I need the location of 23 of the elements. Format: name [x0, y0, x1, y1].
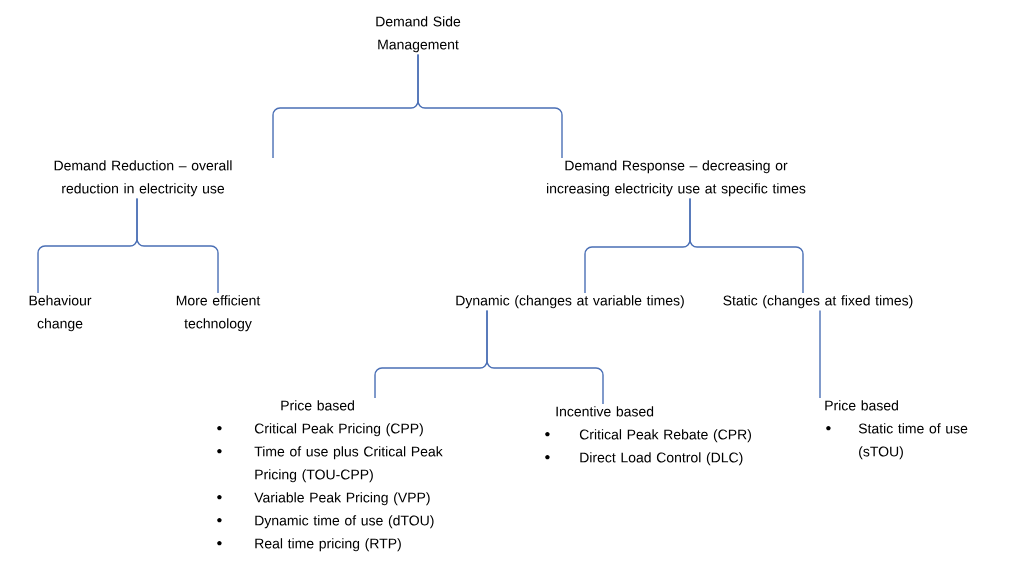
category-label: Demand Reduction – overall reduction in electricity use [54, 160, 232, 197]
bracket-connector [819, 309, 821, 399]
category-label: Demand Response – decreasing or increasing electricity use at specific times [547, 160, 806, 197]
bracket-connector [417, 53, 563, 159]
list-heading: Price based [281, 400, 354, 411]
category-label: Behaviour change [29, 295, 92, 332]
category-label: Static (changes at fixed times) [723, 295, 913, 309]
bullet-item: Variable Peak Pricing (VPP) [217, 492, 430, 506]
bullet-item: Critical Peak Rebate (CPR) [545, 429, 751, 443]
bullet-item: Real time pricing (RTP) [217, 538, 401, 552]
category-label: Dynamic (changes at variable times) [456, 295, 684, 309]
bullet-item: Critical Peak Pricing (CPP) [217, 423, 423, 437]
bracket-connector [689, 197, 804, 294]
category-label: Demand Side Management [376, 16, 461, 53]
bracket-connector [136, 197, 219, 294]
bullet-item: Static time of use (sTOU) [826, 423, 968, 460]
list-heading: Price based [825, 400, 898, 411]
category-label: More efficient technology [176, 295, 261, 332]
list-heading: Incentive based [556, 406, 654, 417]
bullet-item: Time of use plus Critical Peak Pricing (TOU-CPP) [217, 446, 443, 483]
bullet-item: Dynamic time of use (dTOU) [217, 515, 434, 529]
bullet-item: Direct Load Control (DLC) [545, 452, 743, 466]
bracket-connector [486, 309, 604, 405]
